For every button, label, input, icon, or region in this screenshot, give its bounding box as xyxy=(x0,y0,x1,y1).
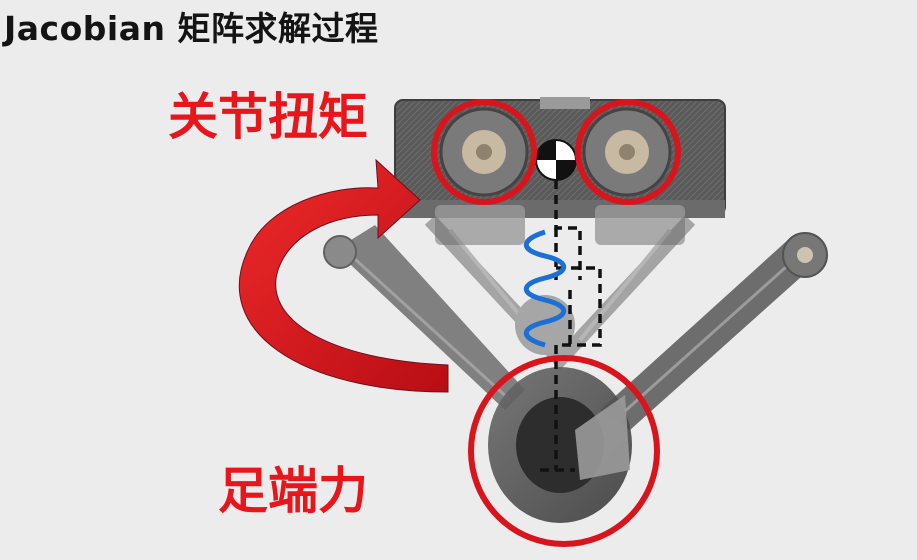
virtual-spring xyxy=(523,229,567,348)
slide-title: Jacobian 矩阵求解过程 xyxy=(4,9,379,48)
right-joint-highlight xyxy=(575,99,681,205)
foot-wheel xyxy=(488,367,632,523)
center-of-mass-icon xyxy=(535,139,577,181)
left-motor-pod xyxy=(435,205,525,245)
right-motor-pod xyxy=(595,205,685,245)
foot-highlight xyxy=(468,355,660,547)
left-leg-link xyxy=(323,225,525,410)
curved-arrow-icon xyxy=(238,158,449,393)
left-hip-motor xyxy=(439,107,529,197)
right-hip-motor xyxy=(582,107,672,197)
virtual-damper xyxy=(540,180,602,472)
right-leg-link xyxy=(600,232,828,430)
joint-torque-label: 关节扭矩 xyxy=(168,88,368,146)
foot-force-label: 足端力 xyxy=(218,462,368,520)
left-joint-highlight xyxy=(431,99,537,205)
